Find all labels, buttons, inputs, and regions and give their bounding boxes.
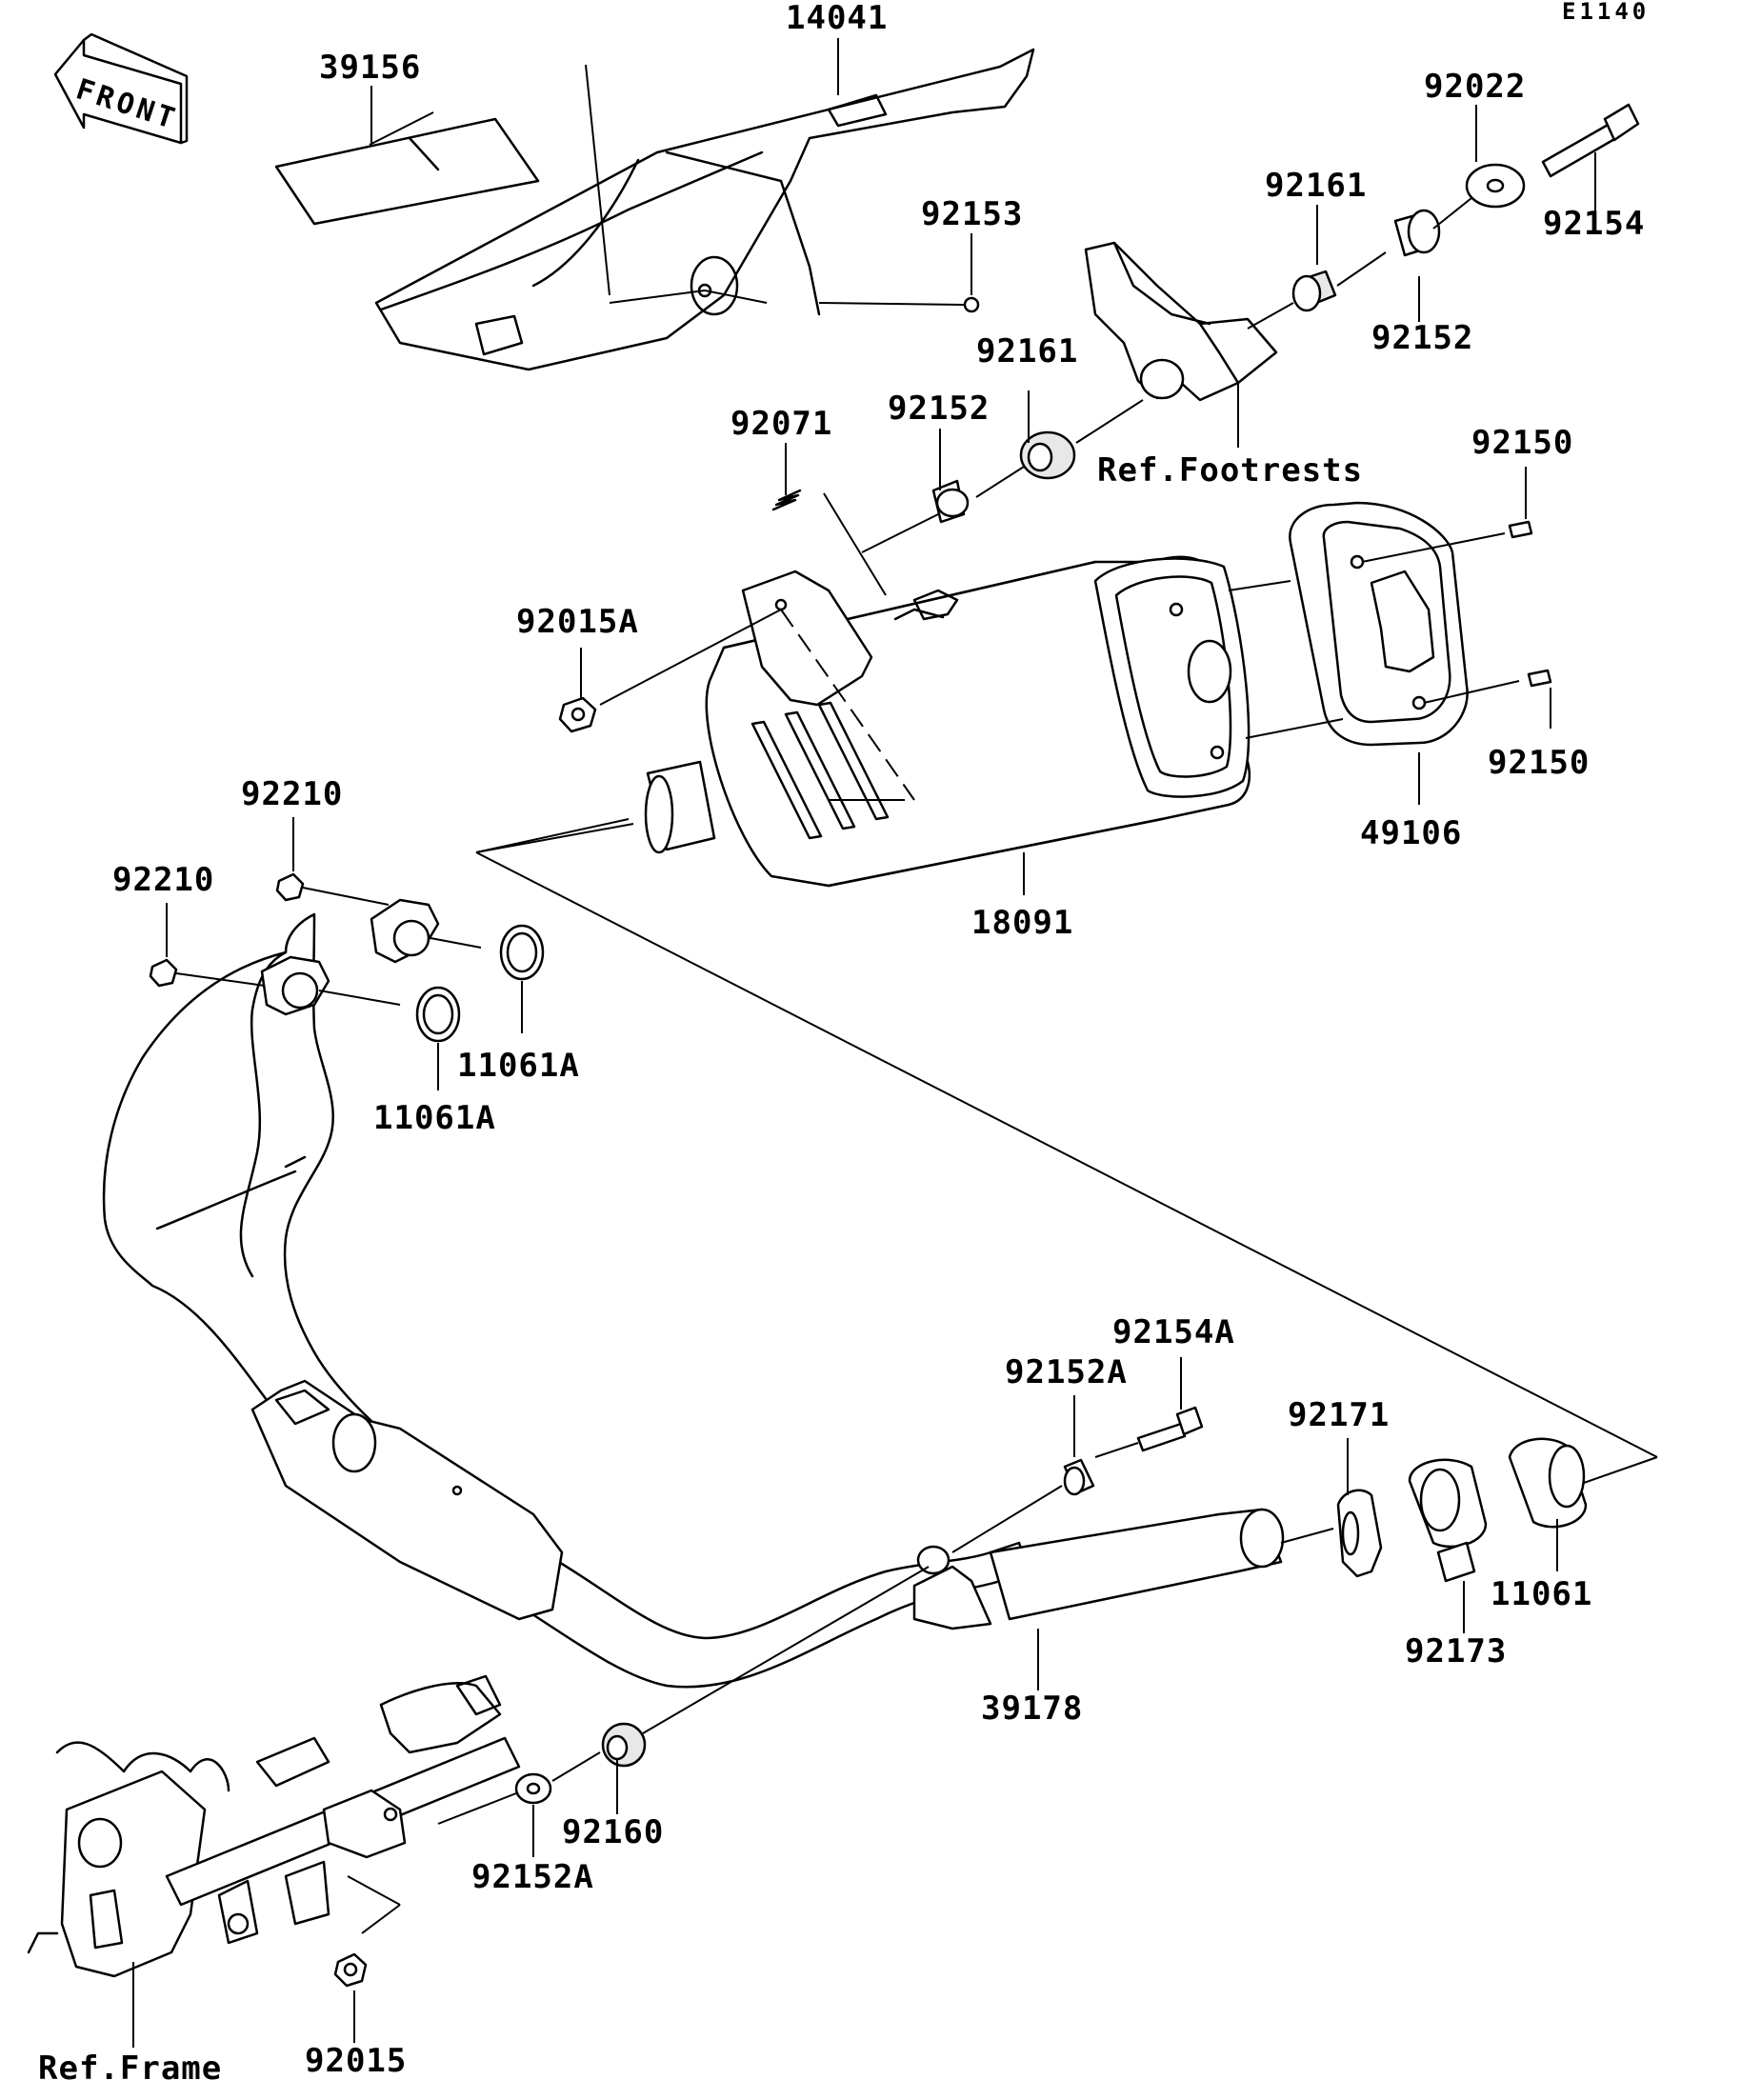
label-92210-top: 92210 bbox=[241, 775, 343, 813]
label-ref-footrests: Ref.Footrests bbox=[1097, 451, 1363, 490]
frame-section bbox=[27, 1674, 521, 1978]
label-92152A-bot: 92152A bbox=[471, 1858, 594, 1896]
bolt-92154A bbox=[1136, 1406, 1204, 1452]
gasket-11061A-left bbox=[415, 986, 461, 1043]
bolt-92154 bbox=[1541, 103, 1640, 178]
label-92015: 92015 bbox=[305, 2042, 407, 2080]
label-18091: 18091 bbox=[971, 904, 1073, 942]
nut-92210-top bbox=[275, 872, 305, 902]
front-arrow-icon: FRONT bbox=[53, 32, 189, 145]
label-11061A-left: 11061A bbox=[373, 1099, 496, 1137]
label-92150-bot: 92150 bbox=[1488, 744, 1590, 782]
label-92171: 92171 bbox=[1288, 1396, 1390, 1434]
label-92022: 92022 bbox=[1424, 68, 1526, 106]
label-92154A: 92154A bbox=[1112, 1313, 1235, 1351]
label-49106: 49106 bbox=[1360, 814, 1462, 852]
label-92161-mid: 92161 bbox=[976, 332, 1078, 370]
label-92173: 92173 bbox=[1405, 1632, 1507, 1670]
end-cover-49106 bbox=[1289, 501, 1469, 747]
footrest-bracket bbox=[1084, 241, 1278, 402]
label-92153: 92153 bbox=[921, 195, 1023, 233]
label-92210-left: 92210 bbox=[112, 861, 214, 899]
label-92015A: 92015A bbox=[516, 603, 639, 641]
label-39156: 39156 bbox=[319, 49, 421, 87]
muffler-18091 bbox=[644, 555, 1251, 888]
label-92152A-top: 92152A bbox=[1005, 1353, 1128, 1391]
nut-92015 bbox=[333, 1952, 368, 1988]
label-92152-top: 92152 bbox=[1371, 319, 1473, 357]
washer-92152A-bot bbox=[514, 1772, 552, 1805]
clamp-92171 bbox=[1336, 1489, 1383, 1578]
screw-92150-bot bbox=[1527, 669, 1552, 688]
gasket-11061A-right bbox=[499, 924, 545, 981]
label-14041: 14041 bbox=[786, 0, 888, 37]
collar-92152-top bbox=[1393, 209, 1441, 257]
decal-39156 bbox=[274, 117, 540, 226]
nut-92210-left bbox=[149, 958, 178, 988]
label-92071: 92071 bbox=[730, 405, 832, 443]
label-92152-mid: 92152 bbox=[888, 390, 990, 428]
washer-92022 bbox=[1465, 163, 1526, 209]
grommet-92160 bbox=[601, 1722, 647, 1768]
clamp-92173 bbox=[1408, 1458, 1488, 1583]
screw-92150-top bbox=[1508, 520, 1533, 539]
label-11061A-right: 11061A bbox=[457, 1047, 580, 1085]
label-92161-top: 92161 bbox=[1265, 167, 1367, 205]
gasket-11061 bbox=[1508, 1437, 1588, 1529]
bolt-92153 bbox=[818, 296, 980, 313]
label-39178: 39178 bbox=[981, 1690, 1083, 1728]
exhaust-pipe-39178 bbox=[102, 898, 1285, 1689]
diagram-code: E1140 bbox=[1562, 0, 1650, 25]
collar-92161-top bbox=[1291, 270, 1337, 312]
spring-92071 bbox=[771, 489, 802, 511]
label-11061: 11061 bbox=[1491, 1575, 1592, 1613]
label-92150-top: 92150 bbox=[1471, 424, 1573, 462]
collar-92161-mid bbox=[1019, 430, 1076, 480]
washer-92152A-top bbox=[1063, 1458, 1095, 1496]
label-ref-frame: Ref.Frame bbox=[38, 2050, 222, 2088]
label-92160: 92160 bbox=[562, 1813, 664, 1851]
collar-92152-mid bbox=[931, 479, 970, 524]
nut-92015A bbox=[558, 609, 782, 733]
label-92154: 92154 bbox=[1543, 205, 1645, 243]
